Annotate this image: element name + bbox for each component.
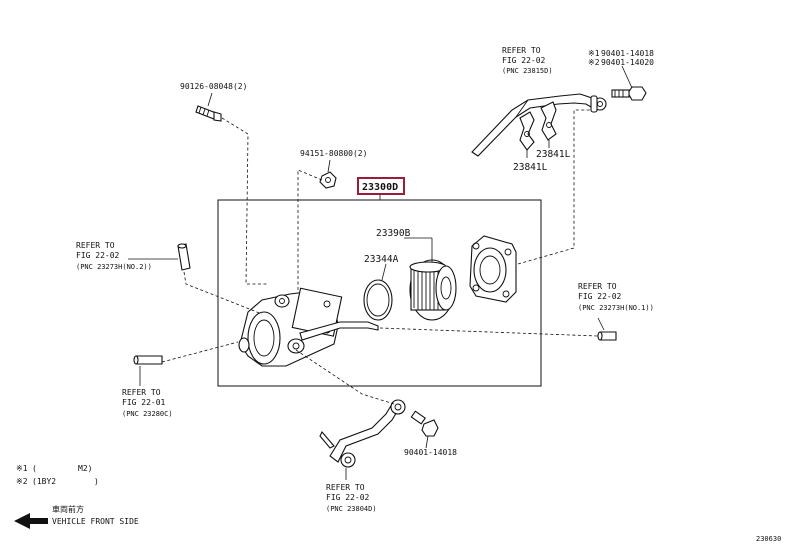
ref-left-line1: REFER TO xyxy=(76,241,115,250)
label-gasket[interactable]: 23344A xyxy=(364,254,399,265)
note-mark-1: ※1 xyxy=(588,49,600,58)
ref-right-line3: (PNC 23273H(NO.1)) xyxy=(578,304,654,312)
highlight-box xyxy=(357,177,405,195)
note2-mid: (1BY2 xyxy=(32,477,56,486)
note1-mid: ( xyxy=(32,464,37,473)
ref-bottom-line2[interactable]: FIG 22-02 xyxy=(326,493,370,502)
filter-element-23390b[interactable] xyxy=(409,259,457,321)
ref-top-line1: REFER TO xyxy=(502,46,541,55)
bolt-90401-lower[interactable] xyxy=(410,410,439,437)
filter-cover[interactable] xyxy=(469,235,517,303)
clamp-23841l-lower[interactable] xyxy=(519,111,535,151)
note2-mark: ※2 xyxy=(16,477,28,486)
ref-lowleft-line3: (PNC 23280C) xyxy=(122,410,173,418)
vacuum-pipe-23804d[interactable] xyxy=(319,399,406,468)
ref-lowleft-line1: REFER TO xyxy=(122,388,161,397)
fuel-pipe-assembly[interactable] xyxy=(471,93,607,157)
ref-top-line2[interactable]: FIG 22-02 xyxy=(502,56,546,65)
vacuum-pump-body[interactable] xyxy=(238,287,379,367)
ref-left-line3: (PNC 23273H(NO.2)) xyxy=(76,263,152,271)
direction-english: VEHICLE FRONT SIDE xyxy=(52,517,139,526)
label-clamp-1[interactable]: 23841L xyxy=(536,149,571,160)
note-mark-2: ※2 xyxy=(588,58,600,67)
label-nut-top: 94151-80800(2) xyxy=(300,149,367,158)
hose-23273h-no1[interactable] xyxy=(597,331,617,341)
label-assembly[interactable]: 23300D xyxy=(362,182,398,193)
label-clamp-2[interactable]: 23841L xyxy=(513,162,548,173)
label-bolt-right[interactable]: 90401-14018 xyxy=(601,49,654,58)
ref-bottom-line3: (PNC 23804D) xyxy=(326,505,377,513)
label-bolt-lower[interactable]: 90401-14018 xyxy=(404,448,457,457)
ref-left-line2[interactable]: FIG 22-02 xyxy=(76,251,120,260)
figure-id: 230630 xyxy=(756,535,781,543)
hose-23280c[interactable] xyxy=(133,355,163,365)
bolt-90401-top-right[interactable] xyxy=(611,86,647,101)
direction-japanese: 車両前方 xyxy=(52,504,84,514)
note2-tail: ) xyxy=(94,477,99,486)
ref-right-line2[interactable]: FIG 22-02 xyxy=(578,292,622,301)
note1-mark: ※1 xyxy=(16,464,28,473)
ref-lowleft-line2[interactable]: FIG 22-01 xyxy=(122,398,166,407)
nut-94151-80800[interactable] xyxy=(319,171,337,189)
label-bolt-right-2[interactable]: 90401-14020 xyxy=(601,58,654,67)
gasket-23344a[interactable] xyxy=(363,279,393,321)
label-bolt-top: 90126-08048(2) xyxy=(180,82,247,91)
clamp-23841l-upper[interactable] xyxy=(540,101,557,141)
bolt-90126-08048[interactable] xyxy=(195,105,222,122)
label-element-kit[interactable]: 23390B xyxy=(376,228,411,239)
hose-23273h-no2[interactable] xyxy=(177,243,191,271)
ref-top-line3: (PNC 23815D) xyxy=(502,67,553,75)
vehicle-front-arrow-icon xyxy=(14,513,48,529)
ref-bottom-line1: REFER TO xyxy=(326,483,365,492)
assembly-frame xyxy=(217,199,542,387)
note1-tail: M2) xyxy=(78,464,92,473)
ref-right-line1: REFER TO xyxy=(578,282,617,291)
